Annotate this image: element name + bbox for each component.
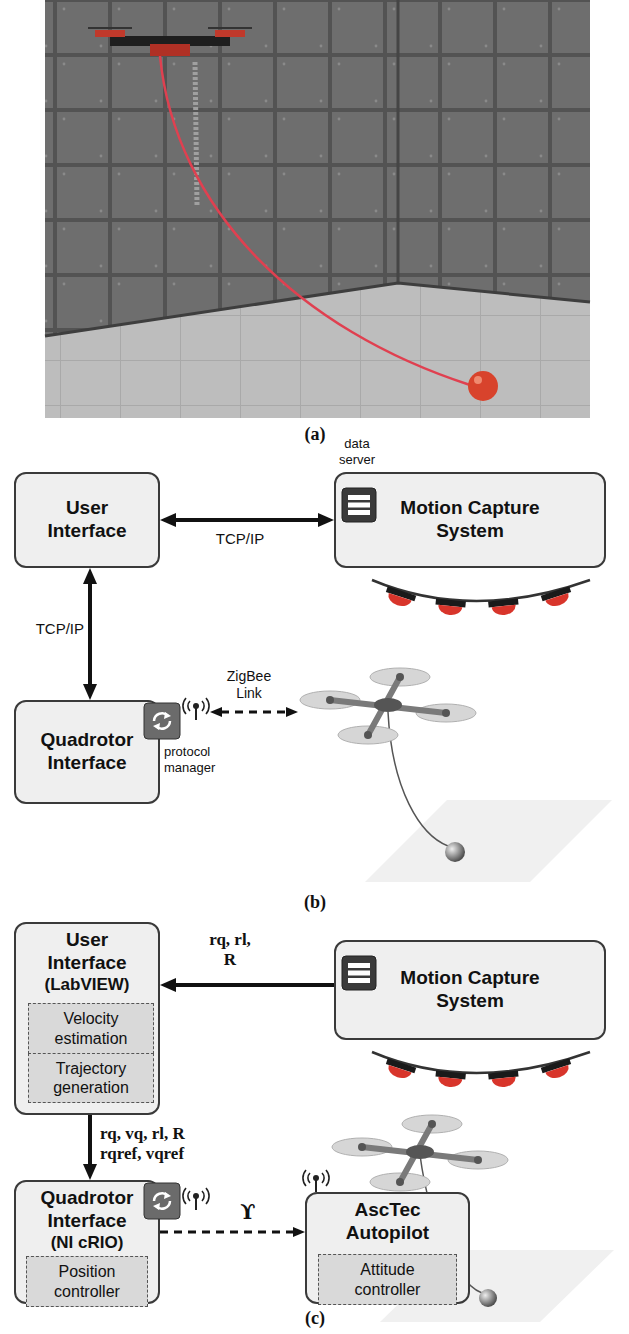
data-flow-arrow: [174, 983, 334, 987]
panel-c-drawing: [183, 1188, 209, 1210]
data-server-icon: [342, 488, 376, 522]
panel-b-drawing: [300, 668, 476, 744]
text-group: Quadrotor Interface(NI cRIO): [27, 1187, 147, 1253]
system-box: User Interface(LabVIEW) Velocity estimati…: [14, 922, 160, 1115]
module-box: Position controller: [26, 1256, 148, 1307]
panel-b-drawing: [445, 842, 465, 862]
panel-c-drawing: [479, 1289, 497, 1307]
system-box: Quadrotor Interface(NI cRIO) Position con…: [14, 1180, 160, 1304]
annotation-label: protocol manager: [164, 744, 234, 775]
panel-c-drawing: [183, 1052, 614, 1322]
protocol-manager-icon: [144, 703, 180, 739]
panel-c-drawing: [303, 1170, 329, 1192]
text-group: AscTec Autopilot: [318, 1199, 458, 1245]
panel-label: (a): [290, 424, 340, 446]
lab-photo: [208, 27, 252, 29]
system-box: Motion Capture System: [334, 472, 606, 568]
node-title: Velocity estimation: [37, 1009, 145, 1047]
node-title: User Interface: [27, 497, 147, 543]
lab-photo: [88, 27, 132, 29]
protocol-manager-icon: [144, 1183, 180, 1219]
protocol-manager-icon: [144, 703, 180, 739]
lab-photo: [397, 0, 400, 284]
panel-b-drawing: [372, 580, 590, 616]
zigbee-link-arrow: [221, 711, 287, 714]
panel-c-drawing: [332, 1115, 508, 1191]
module-box: Velocity estimation: [28, 1003, 154, 1054]
node-title: Trajectory generation: [37, 1059, 145, 1097]
text-group: Velocity estimation: [37, 1009, 145, 1047]
node-subtitle: (LabVIEW): [27, 975, 147, 995]
lab-photo: [95, 30, 125, 37]
text-group: Attitude controller: [334, 1260, 442, 1298]
annotation-label: data server: [327, 436, 387, 467]
lab-photo: [468, 371, 498, 401]
system-box: User Interface: [14, 472, 160, 568]
node-title: Attitude controller: [334, 1260, 442, 1298]
lab-photo: [45, 0, 590, 418]
edge-label: TCP/IP: [14, 620, 84, 638]
lab-photo: [150, 44, 190, 56]
node-title: AscTec Autopilot: [318, 1199, 458, 1245]
data-server-icon: [342, 488, 376, 522]
node-title: User Interface: [27, 929, 147, 975]
node-title: Motion Capture System: [385, 967, 555, 1013]
lab-photo: [195, 62, 197, 205]
connector-group: [90, 520, 334, 1232]
edge-label: TCP/IP: [200, 530, 280, 548]
node-title: Quadrotor Interface: [27, 729, 147, 775]
lab-photo: [215, 30, 245, 37]
data-server-icon: [342, 956, 376, 990]
panel-b-drawing: [183, 698, 209, 720]
panel-b-drawing: [365, 800, 612, 882]
text-group: Position controller: [33, 1262, 141, 1300]
panel-b-drawing: [183, 580, 612, 882]
module-box: Attitude controller: [318, 1254, 457, 1305]
data-flow-arrow: [88, 582, 92, 686]
data-flow-arrow: [174, 518, 320, 522]
lab-photo: [160, 56, 470, 385]
text-group: Trajectory generation: [37, 1059, 145, 1097]
text-group: User Interface: [27, 497, 147, 543]
edge-label: ϒ: [236, 1200, 260, 1224]
edge-label: rq, rl, R: [205, 930, 255, 971]
edge-label: rq, vq, rl, R rqref, vqref: [100, 1124, 215, 1165]
panel-label: (b): [290, 892, 340, 914]
node-title: Quadrotor Interface: [27, 1187, 147, 1233]
lab-photo: [45, 0, 590, 418]
annotation-label: ZigBee Link: [214, 668, 284, 702]
lab-photo: [45, 283, 590, 418]
node-title: Motion Capture System: [385, 497, 555, 543]
text-group: Quadrotor Interface: [27, 729, 147, 775]
panel-c-drawing: [372, 1052, 590, 1088]
system-box: Motion Capture System: [334, 940, 606, 1040]
node-title: Position controller: [33, 1262, 141, 1300]
module-box: Trajectory generation: [28, 1053, 154, 1103]
lab-photo: [474, 376, 482, 384]
data-server-icon: [342, 956, 376, 990]
data-flow-arrow: [88, 1115, 92, 1166]
text-group: User Interface(LabVIEW): [27, 929, 147, 995]
panel-label: (c): [290, 1308, 340, 1330]
text-group: Motion Capture System: [385, 497, 555, 543]
text-group: Motion Capture System: [385, 967, 555, 1013]
system-box: AscTec AutopilotAttitude controller: [305, 1192, 470, 1304]
node-subtitle: (NI cRIO): [27, 1233, 147, 1253]
system-box: Quadrotor Interface: [14, 700, 160, 804]
wireless-link-arrow: [160, 1231, 294, 1234]
protocol-manager-icon: [144, 1183, 180, 1219]
